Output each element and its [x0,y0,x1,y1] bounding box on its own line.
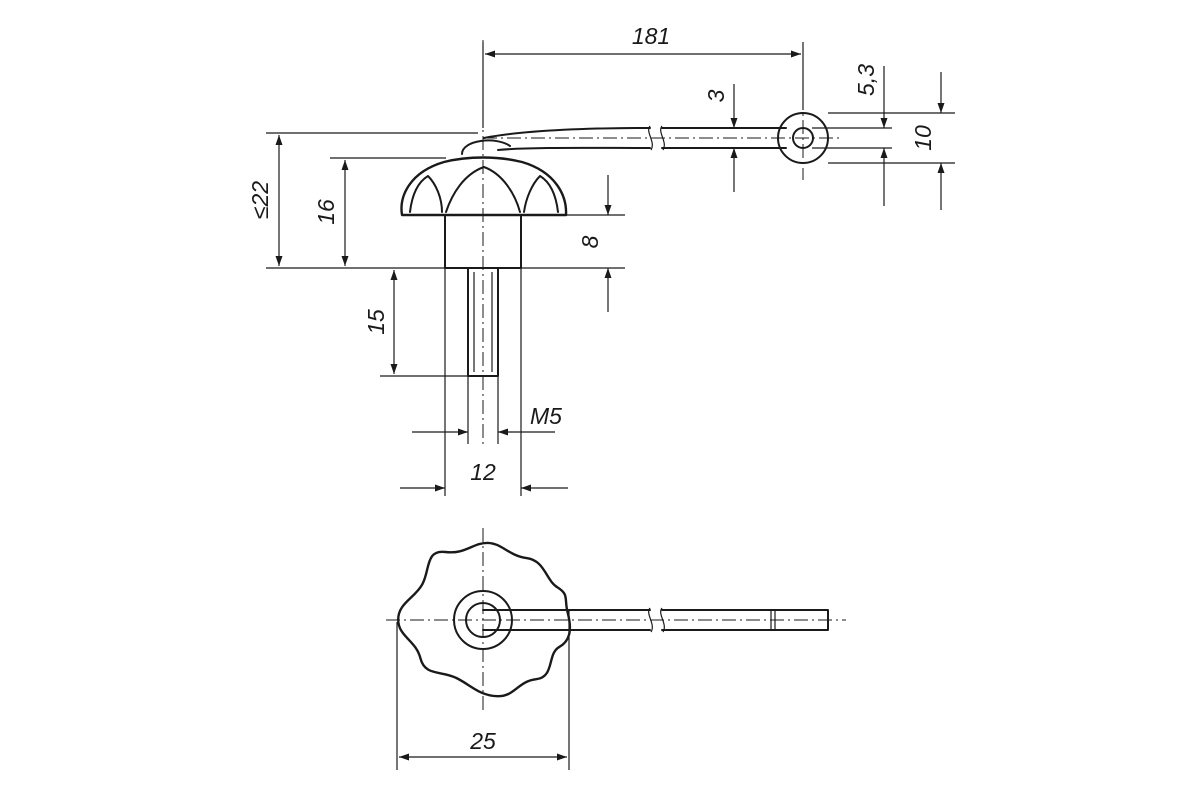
dim-cable-dia: 3 [703,89,729,102]
knob-side [400,156,568,217]
dimension-lines [266,42,955,770]
dim-knob-dia: 25 [469,728,496,754]
dim-eyelet-hole: 5,3 [853,64,879,96]
dim-cable-length: 181 [632,23,670,49]
dim-eyelet-dia: 10 [910,125,936,151]
dim-thread-length: 15 [363,309,389,335]
top-view [386,528,846,712]
dim-thread: M5 [530,403,562,429]
dim-hub-dia: 12 [470,459,496,485]
dim-hub-height: 8 [577,235,603,248]
dim-knob-height: 16 [313,199,339,225]
cable-side [461,125,787,155]
dim-total-height: ≤22 [247,181,273,219]
side-view [400,40,840,446]
